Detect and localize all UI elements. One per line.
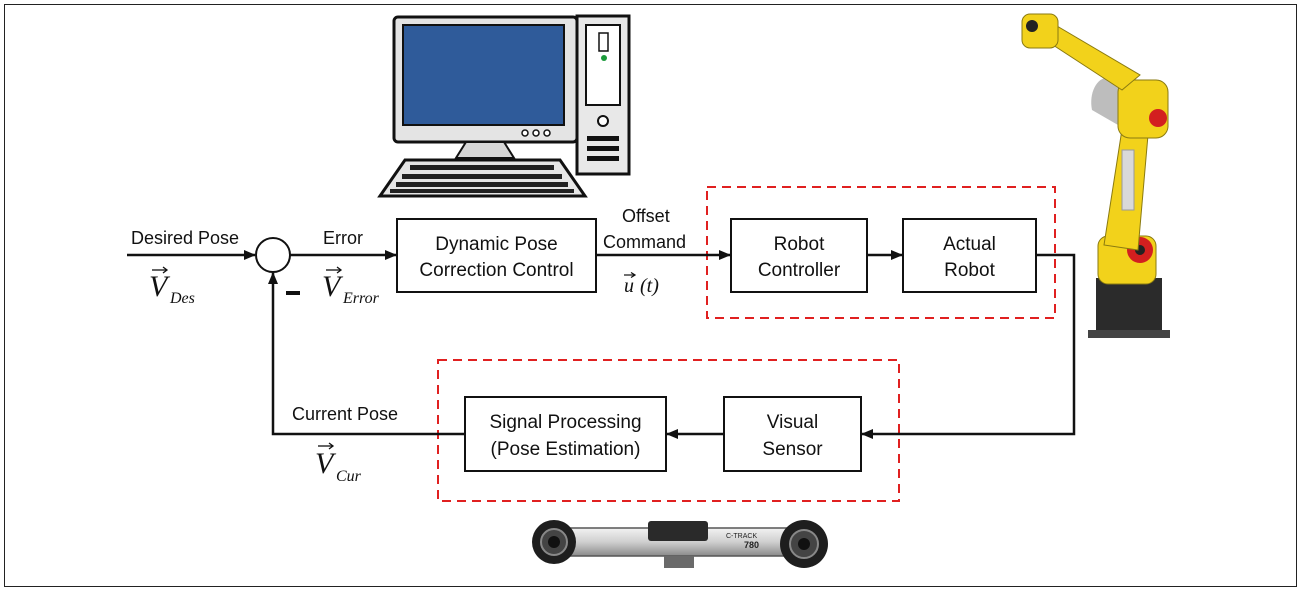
signal-processing-line1: Signal Processing	[489, 412, 641, 433]
robot-controller-line2: Controller	[758, 260, 841, 281]
visual-sensor-block: Visual Sensor	[723, 396, 862, 472]
v-cur-sub: Cur	[336, 468, 362, 485]
actual-robot-line2: Robot	[944, 260, 995, 281]
robot-to-sensor-arrow	[861, 253, 1076, 439]
visual-sensor-line2: Sensor	[762, 439, 823, 460]
computer-icon	[377, 14, 631, 198]
actual-robot-block: Actual Robot	[902, 218, 1037, 293]
tracker-brand-text: C-TRACK	[726, 533, 757, 540]
robot-controller-line1: Robot	[774, 234, 825, 255]
current-pose-label: Current Pose	[292, 404, 398, 424]
summing-junction	[255, 237, 291, 273]
c-track-sensor-icon: C-TRACK 780	[532, 520, 828, 568]
controller-block: Dynamic Pose Correction Control	[396, 218, 597, 293]
feedback-arrow	[268, 272, 465, 436]
controller-block-line2: Correction Control	[419, 260, 573, 281]
tracker-model-text: 780	[744, 540, 759, 550]
u-symbol-t: (t)	[640, 275, 659, 297]
error-label: Error	[323, 228, 363, 248]
v-cur-symbol: V Cur	[315, 442, 362, 485]
v-cur-v: V	[315, 447, 337, 480]
visual-sensor-line1: Visual	[767, 412, 818, 433]
diagram-frame	[4, 4, 1297, 587]
u-t-symbol: u (t)	[624, 271, 659, 297]
u-symbol-u: u	[624, 275, 634, 297]
v-des-sub: Des	[169, 290, 195, 307]
signal-processing-line2: (Pose Estimation)	[491, 439, 641, 460]
command-label: Command	[603, 232, 686, 252]
v-des-v: V	[149, 270, 171, 303]
v-des-symbol: V Des	[149, 266, 195, 307]
minus-sign	[286, 291, 300, 295]
robot-arm-icon	[1021, 13, 1170, 338]
desired-pose-label: Desired Pose	[131, 228, 239, 248]
robot-controller-block: Robot Controller	[730, 218, 868, 293]
actual-robot-line1: Actual	[943, 234, 996, 255]
v-error-sub: Error	[342, 290, 380, 307]
v-error-v: V	[322, 270, 344, 303]
signal-processing-block: Signal Processing (Pose Estimation)	[464, 396, 667, 472]
plant-dashed-group	[706, 186, 1056, 319]
sensing-dashed-group	[437, 359, 900, 502]
controller-block-line1: Dynamic Pose	[435, 234, 558, 255]
v-error-symbol: V Error	[322, 266, 380, 307]
offset-label: Offset	[622, 206, 670, 226]
